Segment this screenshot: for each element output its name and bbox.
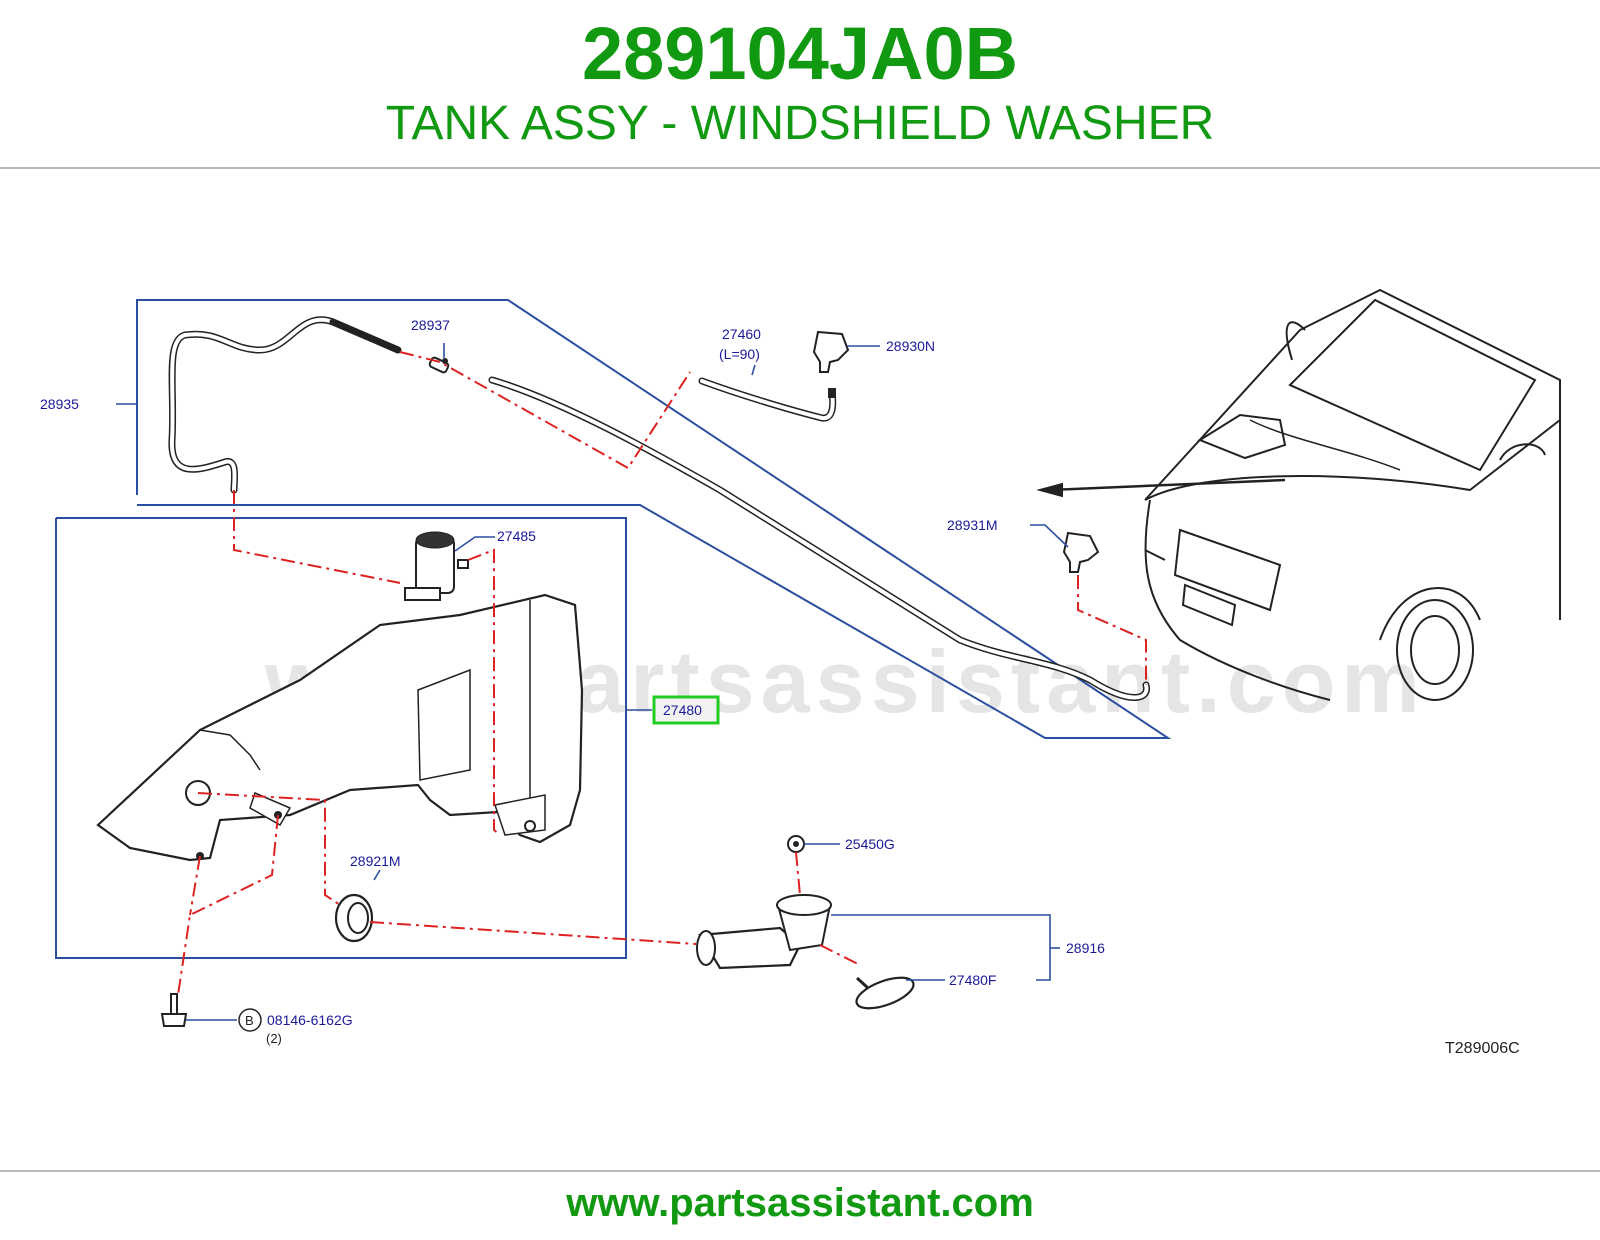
callout-27480: 27480: [663, 702, 702, 718]
callout-28935: 28935: [40, 396, 79, 412]
leader-lines: [116, 343, 1069, 1021]
highlight-box-27480: [652, 695, 720, 725]
bolt-marker-circle: [238, 1008, 262, 1032]
callout-27460: 27460: [722, 326, 761, 342]
hose-end-28935: [329, 318, 402, 354]
callout-28937: 28937: [411, 317, 450, 333]
callout-27480F: 27480F: [949, 972, 996, 988]
filler-neck-28916: [696, 835, 832, 970]
nozzle-28931M: [1062, 531, 1100, 573]
callout-28916: 28916: [1066, 940, 1105, 956]
callout-27460-length: (L=90): [719, 346, 760, 362]
footer-url[interactable]: www.partsassistant.com: [566, 1181, 1034, 1225]
header-divider: [0, 167, 1600, 169]
callout-08146-6162G: 08146-6162G: [267, 1012, 353, 1028]
nozzle-28930N: [812, 330, 850, 398]
hose-28935: [168, 316, 337, 494]
vehicle-illustration: [1036, 288, 1561, 701]
cap-27480F: [855, 976, 915, 1010]
parts-diagram: www.partsassistant.com: [40, 288, 1561, 1057]
tank-group-frame: [55, 517, 627, 959]
connection-lines: [177, 351, 1147, 996]
bolt-08146-6162G: [160, 993, 188, 1027]
callout-28930N: 28930N: [886, 338, 935, 354]
pump-27485: [404, 531, 469, 601]
footer-divider: [0, 1170, 1600, 1172]
bolt-marker-letter: B: [245, 1013, 254, 1028]
diagram-code: T289006C: [1445, 1040, 1520, 1057]
callout-25450G: 25450G: [845, 836, 895, 852]
hose-group-frame: [136, 299, 1172, 739]
part-name: TANK ASSY - WINDSHIELD WASHER: [385, 97, 1215, 150]
callout-28931M: 28931M: [947, 517, 998, 533]
part-number: 289104JA0B: [581, 12, 1019, 95]
callout-08146-qty: (2): [266, 1031, 282, 1046]
callout-28921M: 28921M: [350, 853, 401, 869]
callout-27485: 27485: [497, 528, 536, 544]
grommet-28921M: [334, 893, 374, 943]
